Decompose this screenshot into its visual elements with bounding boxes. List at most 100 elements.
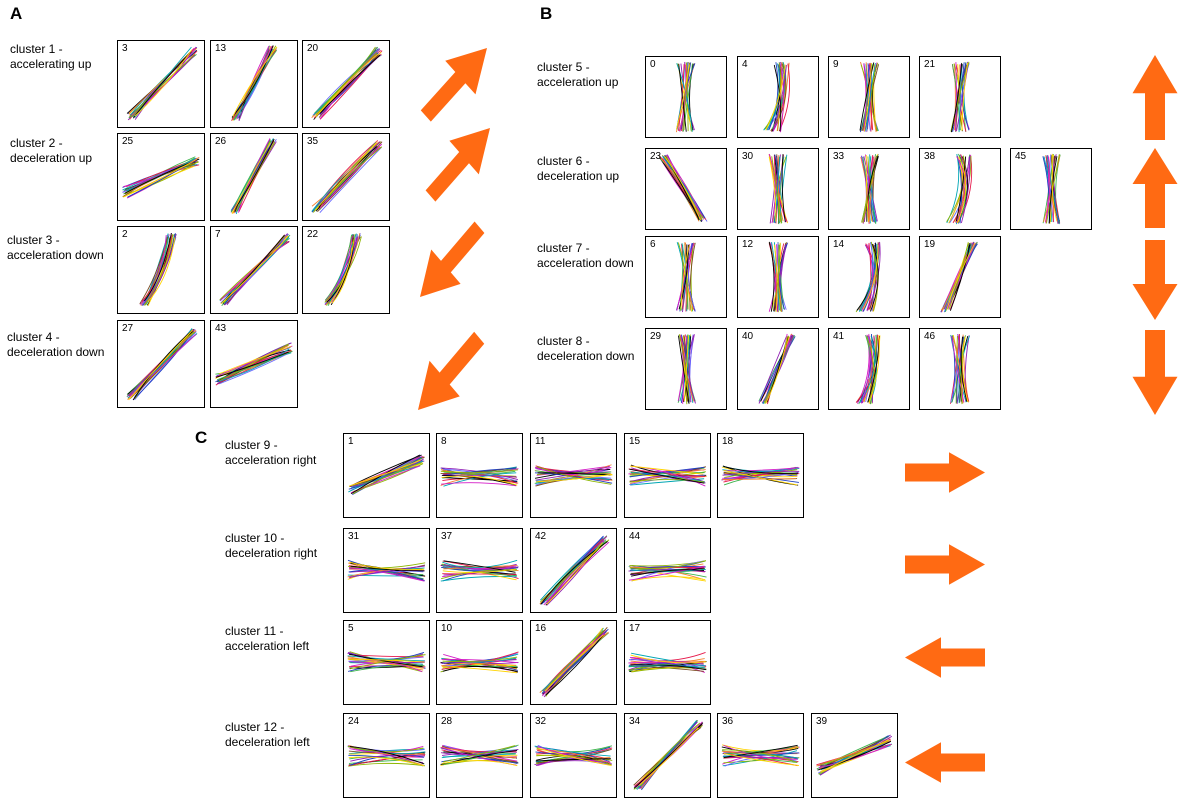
tile-number: 15 [629,436,641,447]
trajectory-trace [957,157,965,224]
trajectory-trace [349,566,425,577]
trajectory-tile: 22 [302,226,390,314]
tile-number: 12 [742,239,754,250]
trajectory-tile: 1 [343,433,430,518]
trajectory-tile: 19 [919,236,1001,318]
direction-arrow-icon [1130,330,1180,415]
trajectory-trace [349,745,423,754]
tile-number: 28 [441,716,453,727]
trajectory-tile: 46 [919,328,1001,410]
cluster-label: cluster 12 - deceleration left [225,720,310,749]
trajectory-trace [135,50,192,116]
trajectory-trace [950,245,970,311]
panel-label-c: C [195,428,208,447]
trajectory-trace [545,632,603,691]
trajectory-traces [829,57,909,137]
trajectory-trace [724,745,798,757]
trajectory-traces [211,227,297,313]
trajectory-trace [774,245,777,312]
trajectory-trace [348,652,425,662]
trajectory-trace [443,469,516,480]
trajectory-trace [639,728,698,786]
trajectory-trace [349,562,424,570]
direction-arrow-icon [905,542,985,587]
trajectory-trace [769,242,774,312]
trajectory-trace [861,334,872,401]
trajectory-trace [666,155,703,219]
cluster-label: cluster 9 - acceleration right [225,438,317,467]
tile-number: 40 [742,331,754,342]
trajectory-trace [631,577,705,581]
trajectory-trace [442,476,518,485]
trajectory-traces [646,149,726,229]
trajectory-trace [724,757,797,758]
trajectory-trace [146,235,166,303]
trajectory-traces [531,621,616,704]
direction-arrow-icon [420,215,490,297]
trajectory-trace [220,241,288,300]
trajectory-tile: 10 [436,620,523,705]
trajectory-trace [630,470,706,484]
trajectory-trace [871,242,877,311]
trajectory-tile: 15 [624,433,711,518]
trajectory-trace [348,466,420,492]
trajectory-trace [236,142,274,211]
trajectory-trace [442,560,517,567]
arrow-shape [1132,148,1178,228]
trajectory-trace [546,635,604,695]
trajectory-trace [629,566,705,580]
tile-number: 23 [650,151,662,162]
trajectory-trace [536,474,612,482]
trajectory-trace [684,335,688,401]
trajectory-trace [955,62,956,131]
cluster-label: cluster 7 - acceleration down [537,241,634,270]
tile-number: 29 [650,331,662,342]
trajectory-traces [303,134,389,220]
trajectory-trace [948,244,975,309]
trajectory-trace [947,243,975,310]
panel-label-a: A [10,4,23,23]
trajectory-trace [723,754,799,758]
trajectory-trace [631,653,705,666]
trajectory-trace [630,466,703,474]
trajectory-trace [765,62,780,129]
trajectory-trace [659,157,701,221]
trajectory-traces [738,149,818,229]
trajectory-trace [351,566,425,571]
tile-number: 5 [348,623,354,634]
trajectory-trace [332,236,352,303]
trajectory-tile: 43 [210,320,298,408]
trajectory-traces [718,714,803,797]
trajectory-trace [542,633,604,695]
tile-number: 27 [122,323,134,334]
trajectory-trace [724,745,798,759]
trajectory-tile: 32 [530,713,617,798]
trajectory-tile: 31 [343,528,430,613]
trajectory-traces [920,329,1000,409]
arrow-shape [425,128,490,202]
trajectory-tile: 8 [436,433,523,518]
trajectory-trace [677,243,694,310]
trajectory-trace [859,244,877,311]
trajectory-trace [443,473,517,483]
tile-number: 38 [924,151,936,162]
trajectory-trace [869,335,879,404]
tile-number: 36 [722,716,734,727]
trajectory-trace [631,473,705,482]
trajectory-trace [678,243,688,310]
trajectory-trace [129,330,193,400]
cluster-label: cluster 11 - acceleration left [225,624,310,653]
trajectory-trace [681,245,690,311]
trajectory-traces [531,434,616,517]
trajectory-trace [760,336,794,401]
trajectory-traces [344,434,429,517]
cluster-label: cluster 4 - deceleration down [7,330,105,359]
trajectory-tile: 17 [624,620,711,705]
trajectory-tile: 29 [645,328,727,410]
trajectory-traces [303,41,389,127]
trajectory-trace [629,469,704,483]
trajectory-tile: 30 [737,148,819,230]
tile-number: 30 [742,151,754,162]
trajectory-trace [963,337,968,402]
trajectory-trace [724,468,799,471]
